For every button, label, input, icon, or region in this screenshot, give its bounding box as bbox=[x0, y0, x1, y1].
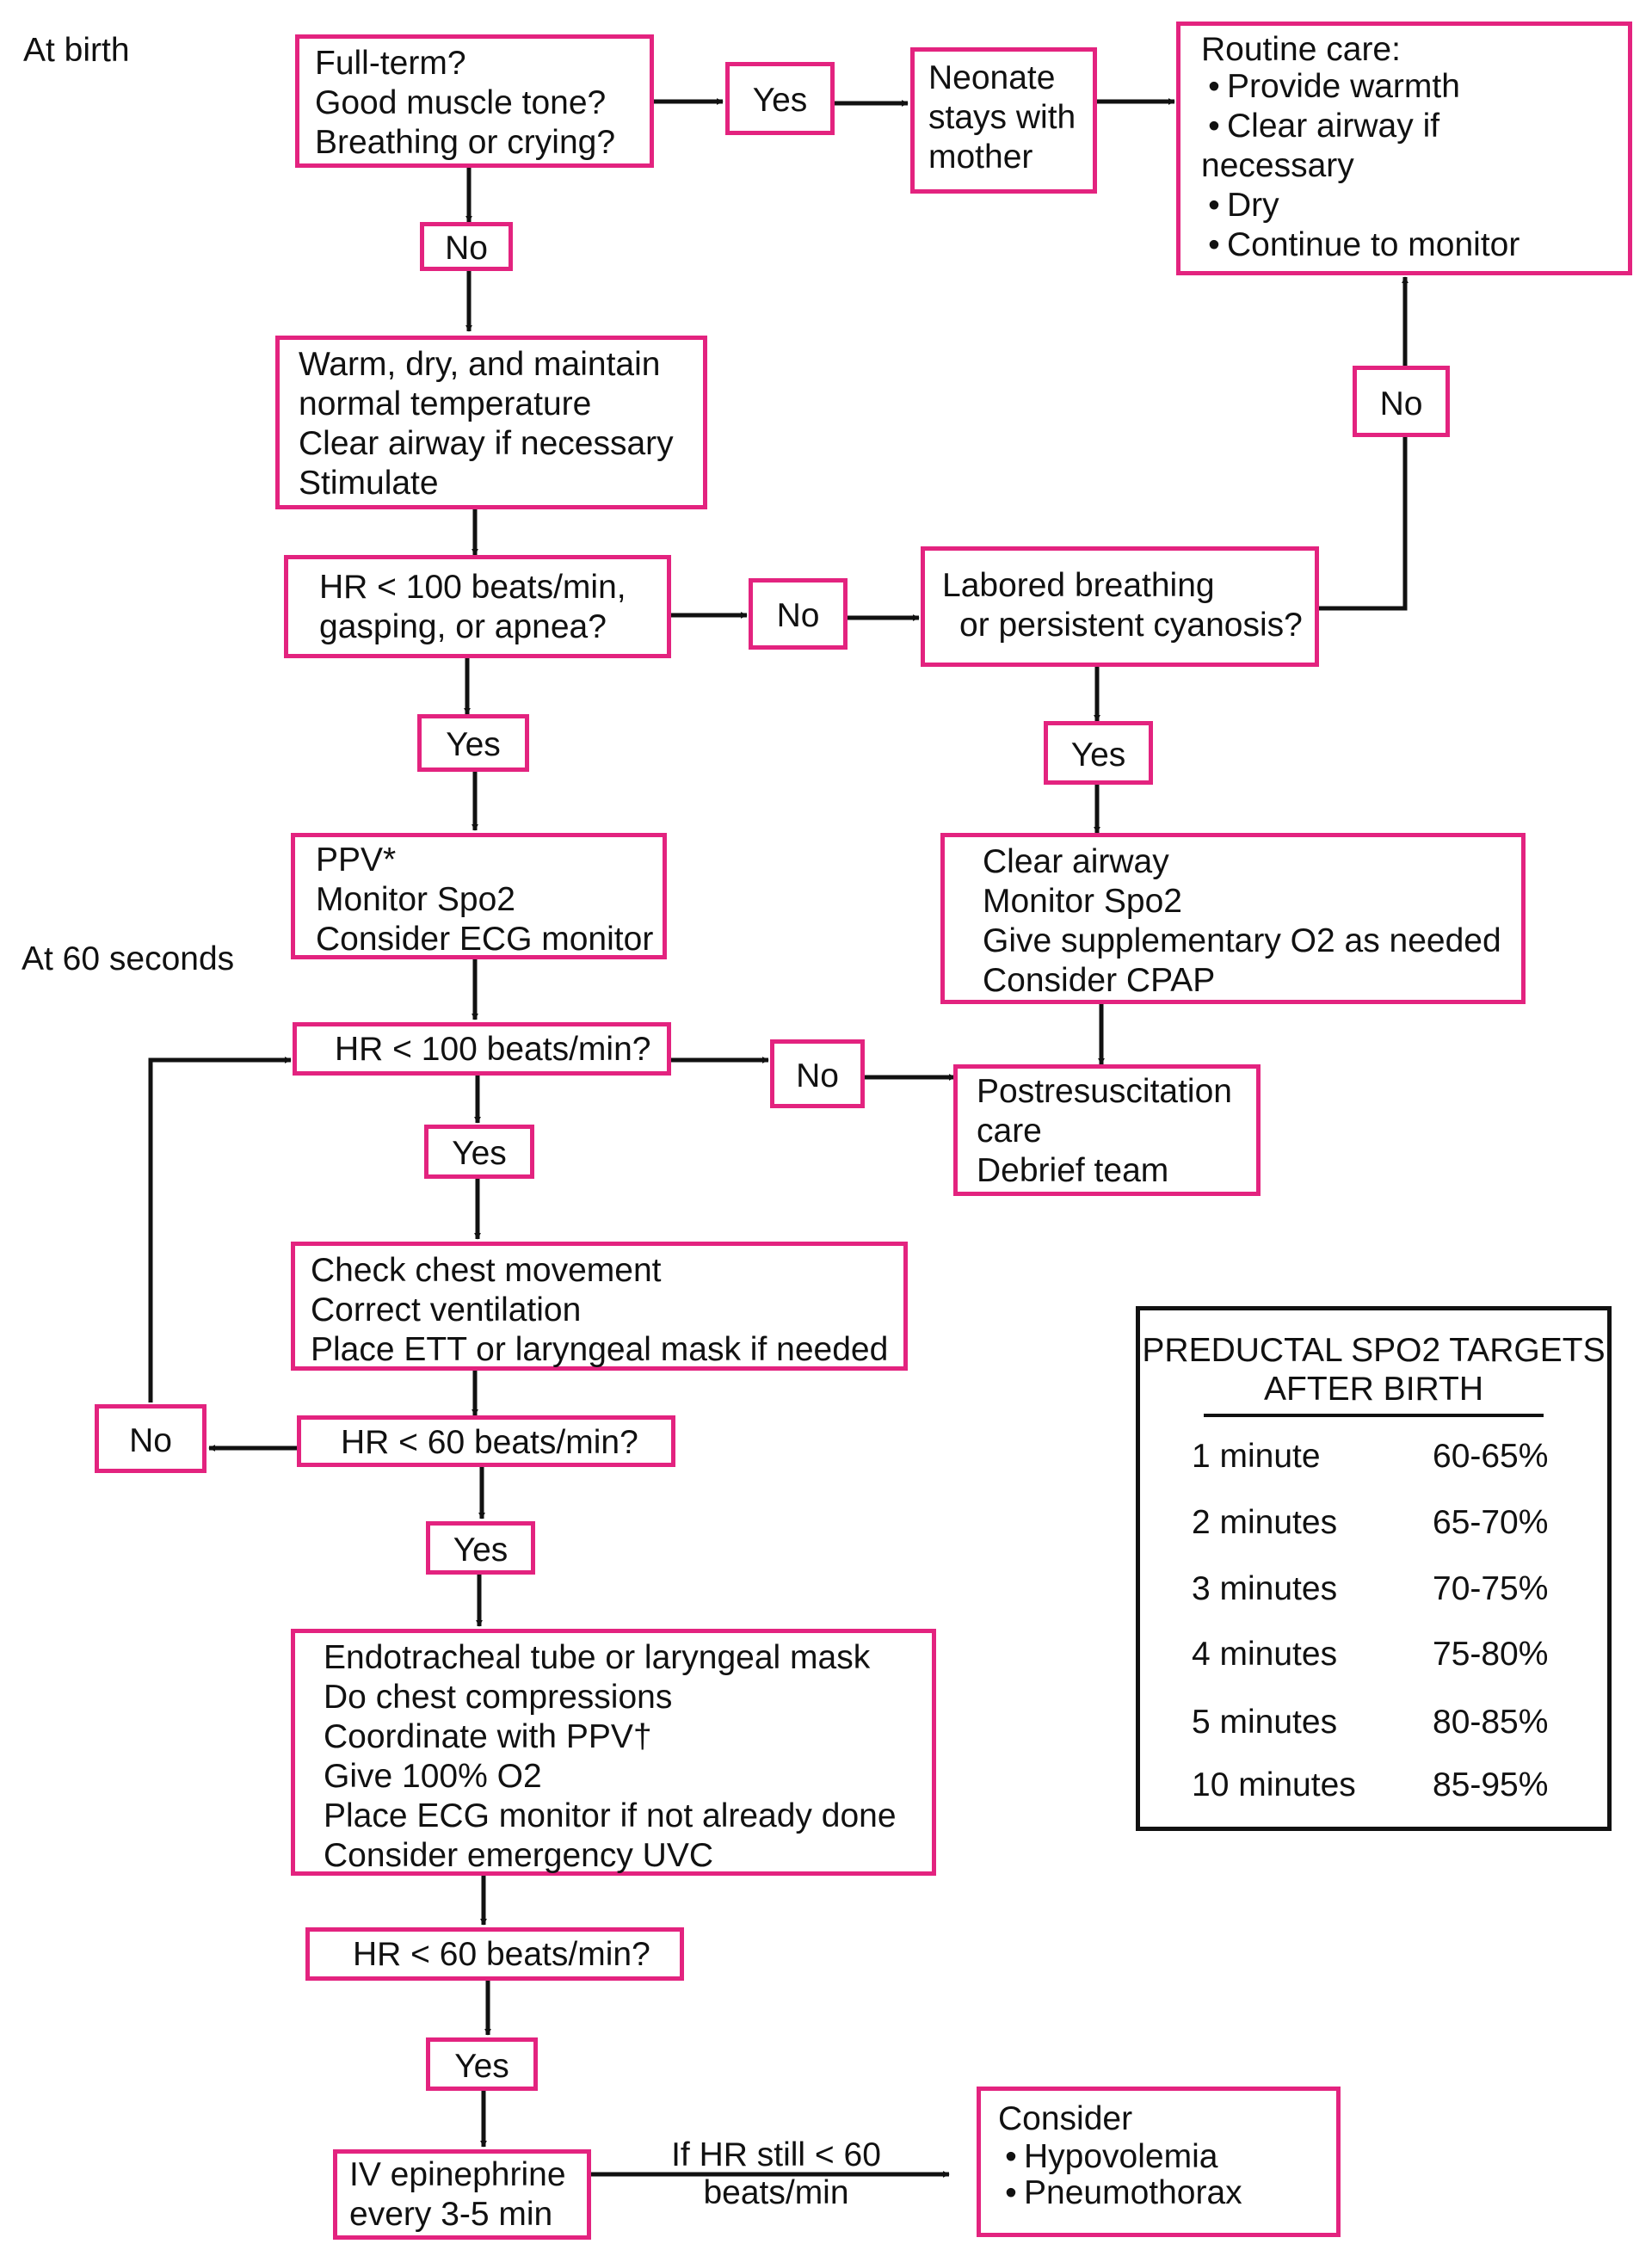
box-line: Postresuscitation bbox=[977, 1073, 1232, 1110]
check-chest-box: Check chest movement Correct ventilation… bbox=[291, 1242, 908, 1371]
box-line: Debrief team bbox=[977, 1152, 1169, 1189]
target-range: 60-65% bbox=[1433, 1438, 1549, 1475]
routine-care-item: Dry bbox=[1201, 186, 1607, 225]
box-line: Labored breathing bbox=[942, 567, 1215, 604]
edge-label-line: beats/min bbox=[703, 2174, 849, 2211]
box-line: HR < 60 beats/min? bbox=[353, 1936, 650, 1973]
box-line: IV epinephrine bbox=[349, 2156, 566, 2193]
decision-yes-3: Yes bbox=[1044, 721, 1153, 785]
routine-care-item: Continue to monitor bbox=[1201, 225, 1607, 265]
box-line: or persistent cyanosis? bbox=[959, 607, 1303, 644]
decision-yes-6: Yes bbox=[426, 2037, 538, 2091]
box-line: Give supplementary O2 as needed bbox=[983, 922, 1501, 959]
box-line: Monitor Spo2 bbox=[983, 883, 1182, 920]
box-line: Give 100% O2 bbox=[324, 1758, 542, 1795]
neonate-stays-box: Neonate stays with mother bbox=[910, 47, 1097, 194]
decision-yes-5: Yes bbox=[426, 1521, 535, 1575]
hr-60-box-1: HR < 60 beats/min? bbox=[297, 1415, 675, 1467]
target-range: 75-80% bbox=[1433, 1636, 1549, 1673]
box-line: Consider ECG monitor bbox=[316, 921, 654, 958]
spo2-targets-table: PREDUCTAL SPO2 TARGETS AFTER BIRTH 1 min… bbox=[1136, 1306, 1612, 1831]
box-line: Good muscle tone? bbox=[315, 84, 607, 121]
at-birth-label: At birth bbox=[23, 32, 130, 69]
box-line: Consider CPAP bbox=[983, 962, 1216, 999]
initial-assessment-box: Full-term? Good muscle tone? Breathing o… bbox=[295, 34, 654, 168]
decision-no-2: No bbox=[749, 578, 848, 650]
target-range: 85-95% bbox=[1433, 1766, 1549, 1803]
chest-compressions-box: Endotracheal tube or laryngeal mask Do c… bbox=[291, 1629, 936, 1876]
target-time: 10 minutes bbox=[1192, 1766, 1356, 1803]
title-underline bbox=[1204, 1414, 1544, 1417]
decision-yes-1: Yes bbox=[725, 62, 835, 135]
box-line: Neonate bbox=[928, 59, 1056, 96]
routine-care-item-continued: necessary bbox=[1201, 147, 1354, 184]
decision-yes-2: Yes bbox=[417, 714, 529, 772]
consider-box: Consider Hypovolemia Pneumothorax bbox=[977, 2087, 1341, 2237]
postresuscitation-box: Postresuscitation care Debrief team bbox=[953, 1064, 1261, 1196]
box-line: Correct ventilation bbox=[311, 1291, 582, 1328]
decision-no-routine: No bbox=[1353, 366, 1450, 437]
target-range: 65-70% bbox=[1433, 1504, 1549, 1541]
box-line: Clear airway if necessary bbox=[299, 425, 674, 462]
if-hr-still-label: If HR still < 60 beats/min bbox=[651, 2136, 901, 2212]
decision-no-1: No bbox=[420, 222, 513, 271]
box-line: Warm, dry, and maintain bbox=[299, 346, 661, 383]
routine-care-item: Provide warmth bbox=[1201, 67, 1607, 107]
box-line: Do chest compressions bbox=[324, 1679, 673, 1716]
box-line: HR < 100 beats/min, bbox=[319, 569, 626, 606]
spo2-targets-title: PREDUCTAL SPO2 TARGETS AFTER BIRTH bbox=[1140, 1331, 1607, 1409]
routine-care-item: Clear airway if bbox=[1201, 107, 1607, 146]
consider-item: Pneumothorax bbox=[998, 2175, 1319, 2211]
box-line: Full-term? bbox=[315, 45, 466, 82]
box-line: every 3-5 min bbox=[349, 2196, 553, 2233]
box-line: Place ETT or laryngeal mask if needed bbox=[311, 1331, 889, 1368]
consider-item: Hypovolemia bbox=[998, 2139, 1319, 2175]
title-line: AFTER BIRTH bbox=[1264, 1371, 1483, 1408]
epinephrine-box: IV epinephrine every 3-5 min bbox=[333, 2149, 591, 2240]
box-line: Endotracheal tube or laryngeal mask bbox=[324, 1639, 871, 1676]
box-line: Consider emergency UVC bbox=[324, 1837, 714, 1874]
box-line: Monitor Spo2 bbox=[316, 881, 515, 918]
edge-label-line: If HR still < 60 bbox=[671, 2136, 881, 2173]
decision-yes-4: Yes bbox=[424, 1125, 534, 1179]
initial-steps-box: Warm, dry, and maintain normal temperatu… bbox=[275, 336, 707, 509]
clear-airway-box: Clear airway Monitor Spo2 Give supplemen… bbox=[940, 833, 1526, 1004]
box-line: mother bbox=[928, 139, 1033, 176]
box-line: Clear airway bbox=[983, 843, 1169, 880]
box-line: HR < 60 beats/min? bbox=[341, 1424, 638, 1461]
decision-no-loop: No bbox=[95, 1404, 206, 1473]
ppv-box: PPV* Monitor Spo2 Consider ECG monitor bbox=[291, 833, 667, 959]
at-60-seconds-label: At 60 seconds bbox=[22, 940, 235, 977]
target-time: 3 minutes bbox=[1192, 1570, 1338, 1607]
box-line: Stimulate bbox=[299, 465, 439, 502]
box-line: HR < 100 beats/min? bbox=[335, 1031, 651, 1068]
target-time: 4 minutes bbox=[1192, 1636, 1338, 1673]
target-time: 1 minute bbox=[1192, 1438, 1321, 1475]
box-line: gasping, or apnea? bbox=[319, 608, 607, 645]
routine-care-heading: Routine care: bbox=[1201, 31, 1401, 68]
box-line: Coordinate with PPV† bbox=[324, 1718, 652, 1755]
box-line: Breathing or crying? bbox=[315, 124, 616, 161]
target-time: 5 minutes bbox=[1192, 1704, 1338, 1741]
box-line: care bbox=[977, 1113, 1042, 1150]
hr-gasping-box: HR < 100 beats/min, gasping, or apnea? bbox=[284, 555, 671, 658]
box-line: normal temperature bbox=[299, 385, 592, 422]
labored-breathing-box: Labored breathing or persistent cyanosis… bbox=[921, 546, 1319, 667]
routine-care-box: Routine care: Provide warmth Clear airwa… bbox=[1176, 22, 1632, 275]
consider-heading: Consider bbox=[998, 2100, 1133, 2137]
hr-60-box-2: HR < 60 beats/min? bbox=[305, 1927, 684, 1981]
hr-100-box: HR < 100 beats/min? bbox=[293, 1022, 671, 1076]
target-time: 2 minutes bbox=[1192, 1504, 1338, 1541]
box-line: Place ECG monitor if not already done bbox=[324, 1797, 897, 1834]
target-range: 70-75% bbox=[1433, 1570, 1549, 1607]
box-line: Check chest movement bbox=[311, 1252, 662, 1289]
target-range: 80-85% bbox=[1433, 1704, 1549, 1741]
box-line: PPV* bbox=[316, 841, 397, 878]
decision-no-3: No bbox=[770, 1039, 865, 1108]
title-line: PREDUCTAL SPO2 TARGETS bbox=[1142, 1332, 1606, 1369]
box-line: stays with bbox=[928, 99, 1076, 136]
